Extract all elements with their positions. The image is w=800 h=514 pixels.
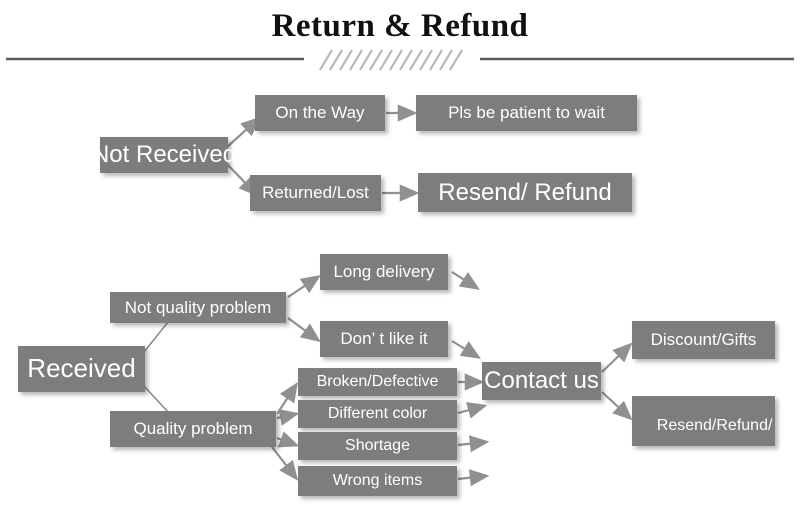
node-shortage[interactable]: Shortage bbox=[298, 432, 457, 460]
arrow-contact-us-to-resend-refund-discount bbox=[601, 391, 633, 421]
node-resend-refund-discount[interactable]: Resend/Refund/ Discount bbox=[632, 396, 775, 470]
arrow-quality-to-broken-defective bbox=[276, 382, 298, 415]
node-on-the-way[interactable]: On the Way bbox=[255, 95, 385, 131]
link-received-to-quality-problem bbox=[143, 385, 169, 413]
node-quality-problem[interactable]: Quality problem bbox=[110, 411, 276, 447]
arrow-quality-to-wrong-items bbox=[271, 446, 299, 481]
link-received-to-not-quality-problem bbox=[143, 321, 169, 353]
arrow-not-received-to-on-the-way bbox=[225, 116, 261, 149]
node-broken-defective[interactable]: Broken/Defective bbox=[298, 368, 457, 396]
arrow-shortage-to-contact-us bbox=[457, 435, 490, 453]
arrow-different-color-to-contact-us bbox=[457, 401, 488, 419]
arrow-dont-like-it-to-contact-us bbox=[451, 340, 481, 359]
node-long-delivery[interactable]: Long delivery bbox=[320, 254, 448, 290]
node-different-color[interactable]: Different color bbox=[298, 400, 457, 428]
node-returned-lost[interactable]: Returned/Lost bbox=[250, 175, 381, 211]
arrow-contact-us-to-discount-gifts bbox=[601, 342, 633, 373]
node-not-quality-problem[interactable]: Not quality problem bbox=[110, 292, 286, 323]
node-not-received[interactable]: Not Received bbox=[92, 137, 236, 173]
node-pls-be-patient-to-wait[interactable]: Pls be patient to wait bbox=[416, 95, 637, 131]
node-wrong-items[interactable]: Wrong items bbox=[298, 466, 457, 496]
node-resend-refund[interactable]: Resend/ Refund bbox=[418, 173, 632, 212]
arrow-long-delivery-to-contact-us bbox=[451, 271, 480, 290]
node-dont-like-it[interactable]: Don’ t like it bbox=[320, 321, 448, 357]
title-divider bbox=[6, 49, 794, 71]
arrow-quality-to-shortage bbox=[276, 431, 300, 448]
resend-refund-discount-line1: Resend/Refund/ bbox=[656, 416, 773, 434]
arrow-quality-to-different-color bbox=[276, 408, 300, 426]
arrow-not-quality-to-dont-like-it bbox=[287, 317, 321, 343]
resend-refund-discount-line2: Discount bbox=[656, 452, 720, 470]
node-received[interactable]: Received bbox=[18, 346, 145, 392]
arrow-wrong-items-to-contact-us bbox=[457, 469, 490, 487]
arrow-not-quality-to-long-delivery bbox=[287, 275, 321, 298]
node-contact-us[interactable]: Contact us bbox=[482, 362, 601, 400]
node-discount-gifts[interactable]: Discount/Gifts bbox=[632, 321, 775, 359]
page-title: Return & Refund bbox=[271, 8, 529, 44]
